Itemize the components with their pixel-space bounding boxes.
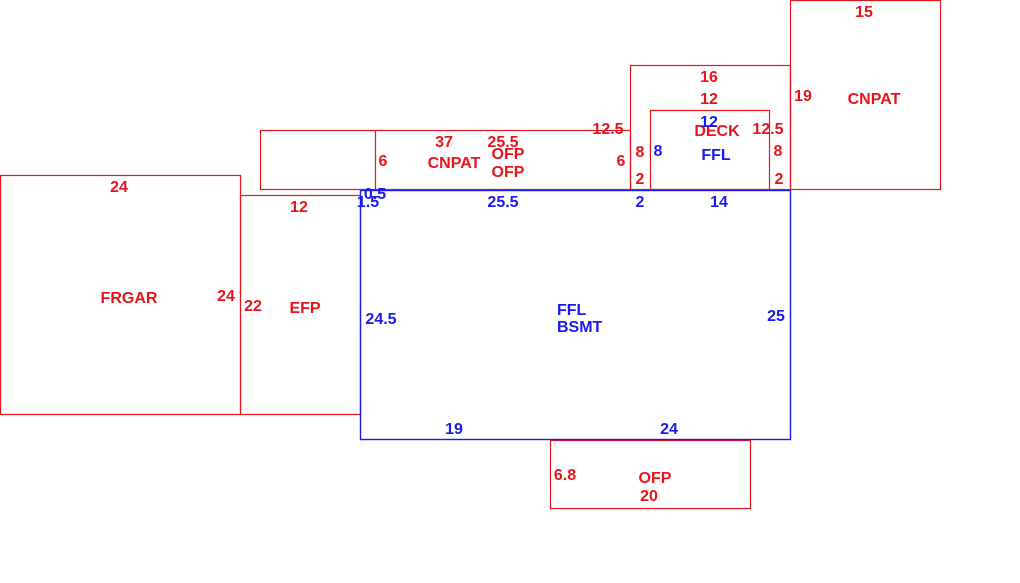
dim-ofp-top-top: 25.5 <box>487 134 518 151</box>
dim-ffl-upper-top: 12 <box>700 114 718 131</box>
cnpat-left-label: CNPAT <box>428 155 481 172</box>
dim-main-top: 25.5 <box>487 194 518 211</box>
dim-efp-top: 12 <box>290 199 308 216</box>
cnpat-right-outline <box>789 0 942 191</box>
dim-main-05: 0.5 <box>364 186 386 203</box>
dim-deck-left-top: 12.5 <box>592 121 623 138</box>
dim-deck-left-2: 2 <box>636 171 645 188</box>
efp-label: EFP <box>289 300 320 317</box>
dim-efp-left: 22 <box>244 298 262 315</box>
ofp-bottom-outline <box>549 439 752 510</box>
dim-main-right: 25 <box>767 308 785 325</box>
dim-deck-left-8: 8 <box>636 144 645 161</box>
dim-cnpat-left-top: 37 <box>435 134 453 151</box>
ffl-upper-outline <box>649 109 771 191</box>
dim-frgar-right: 24 <box>217 288 235 305</box>
dim-cnpat-right-top: 15 <box>855 4 873 21</box>
dim-main-left: 24.5 <box>365 311 396 328</box>
dim-ffl-upper-left: 8 <box>654 143 663 160</box>
ofp-bottom-label: OFP <box>639 470 672 487</box>
bsmt-label: BSMT <box>557 319 603 336</box>
ofp-top-label-1: OFP <box>492 146 525 163</box>
ofp-top-label-2: OFP <box>492 164 525 181</box>
dim-main-top-14: 14 <box>710 194 728 211</box>
dim-ofp-top-right: 6 <box>617 153 626 170</box>
dim-main-bottom-24: 24 <box>660 421 678 438</box>
dim-deck-right-125: 12.5 <box>752 121 783 138</box>
dim-ofp-bottom-bottom: 20 <box>640 488 658 505</box>
dim-deck-top-a: 16 <box>700 69 718 86</box>
dim-deck-right-2: 2 <box>775 171 784 188</box>
cnpat-right-label: CNPAT <box>848 91 901 108</box>
dim-deck-top-b: 12 <box>700 91 718 108</box>
dim-main-top-2: 2 <box>636 194 645 211</box>
ffl-upper-label: FFL <box>701 147 731 164</box>
dim-main-bottom-19: 19 <box>445 421 463 438</box>
frgar-label: FRGAR <box>101 290 158 307</box>
ffl-main-label: FFL <box>557 302 587 319</box>
deck-label: DECK <box>694 123 740 140</box>
dim-deck-right-8: 8 <box>774 143 783 160</box>
dim-cnpat-left-side: 6 <box>379 153 388 170</box>
dim-main-15: 1.5 <box>357 194 379 211</box>
dim-cnpat-right-left: 19 <box>794 88 812 105</box>
main-living-outline <box>359 189 792 441</box>
dim-ofp-bottom-left: 6.8 <box>554 467 576 484</box>
dim-frgar-top: 24 <box>110 179 128 196</box>
